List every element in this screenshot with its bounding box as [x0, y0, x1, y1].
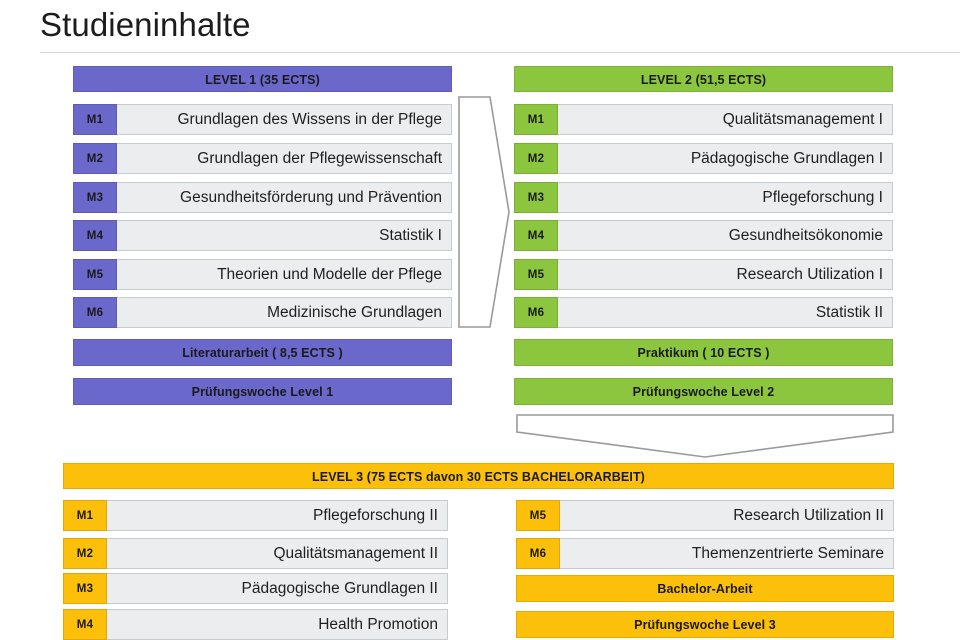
module-row[interactable]: M2 Grundlagen der Pflegewissenschaft: [73, 143, 452, 174]
level-3-exam-week-bar: Prüfungswoche Level 3: [516, 611, 894, 638]
module-row[interactable]: M4 Health Promotion: [63, 609, 448, 640]
level-1-exam-week-bar: Prüfungswoche Level 1: [73, 378, 452, 405]
module-title: Pädagogische Grundlagen II: [107, 573, 448, 604]
module-row[interactable]: M2 Qualitätsmanagement II: [63, 538, 448, 569]
level-1-header: LEVEL 1 (35 ECTS): [73, 66, 452, 92]
module-title: Qualitätsmanagement I: [558, 104, 893, 135]
module-title: Gesundheitsökonomie: [558, 220, 893, 251]
module-row[interactable]: M5 Research Utilization II: [516, 500, 894, 531]
module-code: M5: [73, 259, 117, 290]
module-title: Grundlagen der Pflegewissenschaft: [117, 143, 452, 174]
arrow-level2-to-level3-icon: [516, 414, 894, 458]
module-code: M2: [63, 538, 107, 569]
level-1-literaturarbeit-bar: Literaturarbeit ( 8,5 ECTS ): [73, 339, 452, 366]
module-title: Research Utilization I: [558, 259, 893, 290]
module-title: Qualitätsmanagement II: [107, 538, 448, 569]
module-code: M6: [514, 297, 558, 328]
module-code: M4: [63, 609, 107, 640]
module-code: M1: [514, 104, 558, 135]
module-code: M6: [73, 297, 117, 328]
module-code: M1: [63, 500, 107, 531]
module-code: M4: [73, 220, 117, 251]
module-title: Theorien und Modelle der Pflege: [117, 259, 452, 290]
module-title: Statistik II: [558, 297, 893, 328]
module-title: Pädagogische Grundlagen I: [558, 143, 893, 174]
module-row[interactable]: M1 Grundlagen des Wissens in der Pflege: [73, 104, 452, 135]
module-row[interactable]: M1 Pflegeforschung II: [63, 500, 448, 531]
module-code: M3: [63, 573, 107, 604]
page-title: Studieninhalte: [40, 6, 251, 43]
module-row[interactable]: M6 Themenzentrierte Seminare: [516, 538, 894, 569]
module-code: M4: [514, 220, 558, 251]
module-code: M5: [514, 259, 558, 290]
level-2-exam-week-bar: Prüfungswoche Level 2: [514, 378, 893, 405]
module-title: Gesundheitsförderung und Prävention: [117, 182, 452, 213]
arrow-level1-to-level2-icon: [458, 96, 510, 328]
module-code: M1: [73, 104, 117, 135]
title-divider: [40, 52, 960, 53]
module-row[interactable]: M3 Pädagogische Grundlagen II: [63, 573, 448, 604]
module-code: M2: [514, 143, 558, 174]
level-3-header: LEVEL 3 (75 ECTS davon 30 ECTS BACHELORA…: [63, 463, 894, 489]
level-3-bachelor-thesis-bar: Bachelor-Arbeit: [516, 575, 894, 602]
level-2-header: LEVEL 2 (51,5 ECTS): [514, 66, 893, 92]
module-title: Pflegeforschung II: [107, 500, 448, 531]
module-title: Grundlagen des Wissens in der Pflege: [117, 104, 452, 135]
module-title: Themenzentrierte Seminare: [560, 538, 894, 569]
module-row[interactable]: M6 Statistik II: [514, 297, 893, 328]
module-title: Statistik I: [117, 220, 452, 251]
module-row[interactable]: M2 Pädagogische Grundlagen I: [514, 143, 893, 174]
module-row[interactable]: M5 Research Utilization I: [514, 259, 893, 290]
module-code: M5: [516, 500, 560, 531]
module-row[interactable]: M4 Gesundheitsökonomie: [514, 220, 893, 251]
module-row[interactable]: M5 Theorien und Modelle der Pflege: [73, 259, 452, 290]
module-row[interactable]: M3 Pflegeforschung I: [514, 182, 893, 213]
module-title: Pflegeforschung I: [558, 182, 893, 213]
module-code: M3: [73, 182, 117, 213]
module-title: Medizinische Grundlagen: [117, 297, 452, 328]
module-row[interactable]: M1 Qualitätsmanagement I: [514, 104, 893, 135]
module-row[interactable]: M6 Medizinische Grundlagen: [73, 297, 452, 328]
level-2-praktikum-bar: Praktikum ( 10 ECTS ): [514, 339, 893, 366]
module-code: M2: [73, 143, 117, 174]
module-title: Health Promotion: [107, 609, 448, 640]
module-code: M3: [514, 182, 558, 213]
module-title: Research Utilization II: [560, 500, 894, 531]
module-row[interactable]: M3 Gesundheitsförderung und Prävention: [73, 182, 452, 213]
module-row[interactable]: M4 Statistik I: [73, 220, 452, 251]
module-code: M6: [516, 538, 560, 569]
